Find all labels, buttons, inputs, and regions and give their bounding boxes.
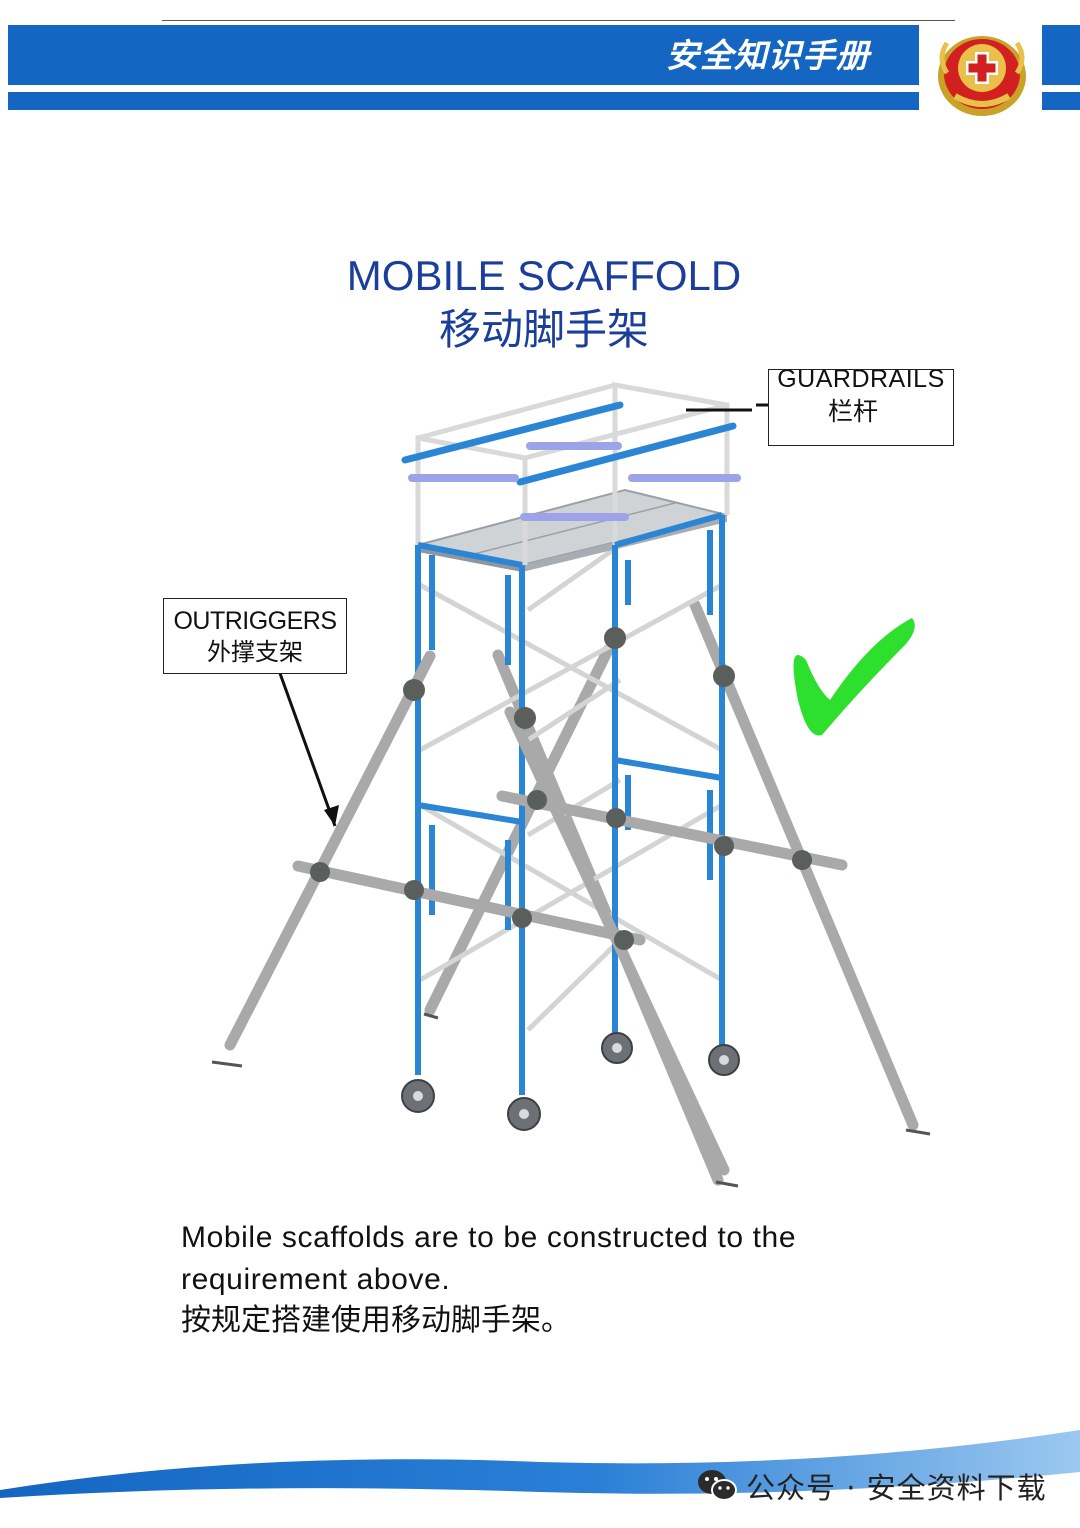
outriggers-label-zh: 外撑支架 [164, 637, 346, 667]
guardrails-label-en: GUARDRAILS [769, 369, 953, 394]
header-strip [8, 92, 919, 110]
header-strip-right [1042, 92, 1080, 110]
mobile-scaffold-illustration [0, 360, 1080, 1200]
outriggers-callout: OUTRIGGERS 外撑支架 [163, 598, 347, 674]
outriggers-label-en: OUTRIGGERS [164, 605, 346, 637]
guardrail-bars [405, 405, 737, 517]
page-title-en: MOBILE SCAFFOLD [0, 250, 1080, 302]
top-rule [162, 20, 955, 21]
arrow-head-icon [324, 805, 339, 826]
safety-emblem-icon [927, 18, 1037, 118]
caption-line-2: requirement above. [181, 1259, 861, 1301]
header-title: 安全知识手册 [560, 33, 870, 79]
page-title-zh: 移动脚手架 [0, 303, 1080, 357]
footer-watermark-text: 公众号 · 安全资料下载 [746, 1465, 1047, 1507]
base-plates [212, 1014, 930, 1186]
caption-line-3: 按规定搭建使用移动脚手架。 [181, 1301, 861, 1341]
guardrails-callout: GUARDRAILS 栏杆 [768, 369, 954, 446]
guardrails-label-zh: 栏杆 [769, 396, 937, 428]
footer-watermark: 公众号 · 安全资料下载 [696, 1464, 1047, 1508]
header-band-right [1042, 25, 1080, 85]
cross-braces [420, 545, 722, 1030]
caption-en: Mobile scaffolds are to be constructed t… [181, 1217, 861, 1301]
caption-line-1: Mobile scaffolds are to be constructed t… [181, 1217, 861, 1259]
wechat-icon [696, 1468, 738, 1504]
checkmark-icon [794, 618, 915, 736]
caption: Mobile scaffolds are to be constructed t… [181, 1217, 861, 1341]
platform-deck [418, 490, 727, 572]
